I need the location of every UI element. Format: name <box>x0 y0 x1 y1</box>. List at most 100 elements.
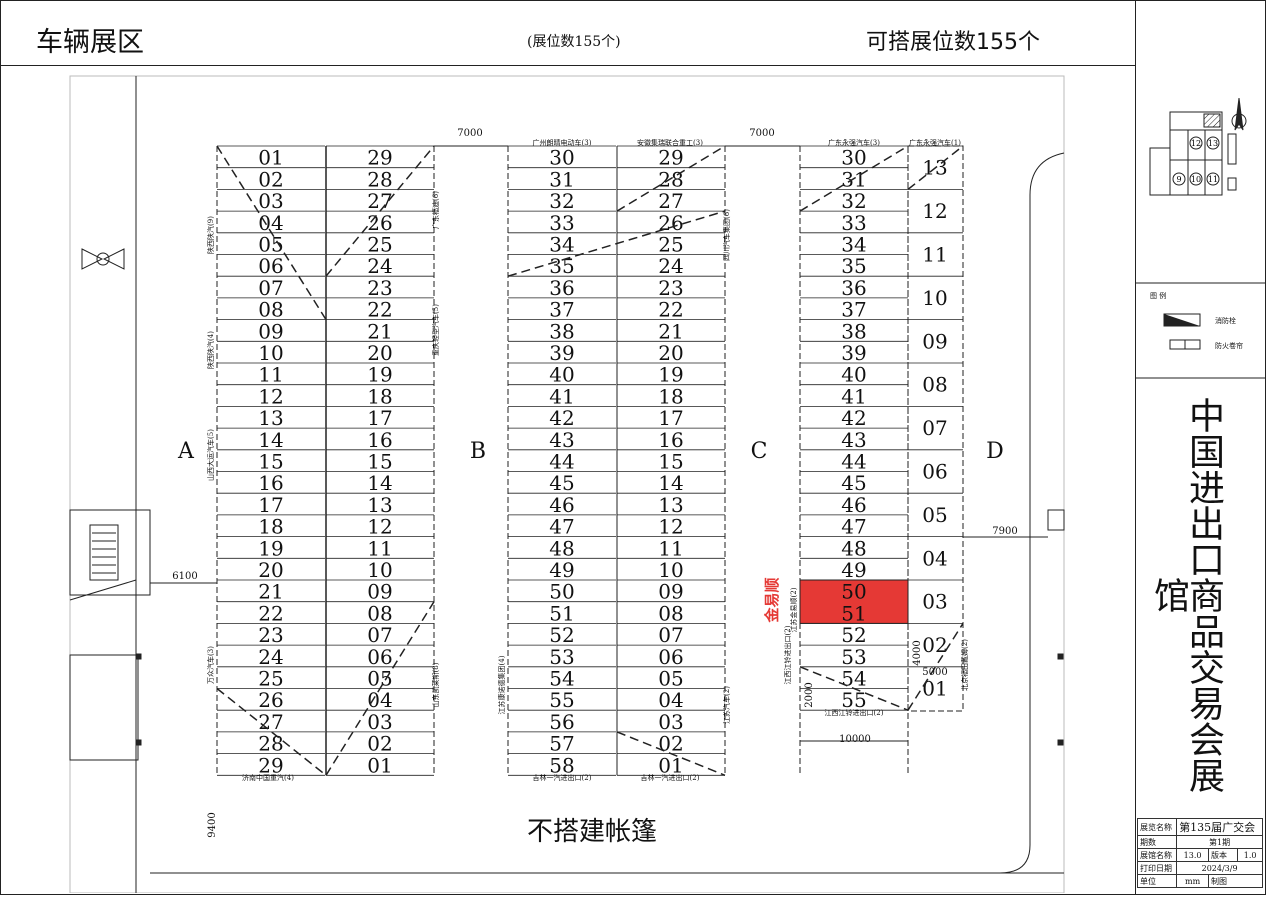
b-right-booth: 19 <box>658 363 683 387</box>
a-left-booth: 11 <box>258 363 283 387</box>
a-right-booth: 23 <box>367 276 392 300</box>
a-left-booth: 13 <box>258 406 283 430</box>
dimension-4000: 4000 <box>912 640 923 665</box>
b-right-booth: 27 <box>658 189 683 213</box>
a-right-booth: 14 <box>367 471 392 495</box>
dimension-7000: 7000 <box>457 128 482 139</box>
b-left-booth: 50 <box>549 580 574 604</box>
a-left-booth: 05 <box>258 233 283 257</box>
svg-text:9: 9 <box>1176 175 1181 184</box>
c-left-booth: 46 <box>841 493 866 517</box>
buildable-count: 可搭展位数155个 <box>866 30 1040 55</box>
a-right-booth: 22 <box>367 298 392 322</box>
exhibitor-label: 山西大运汽车(5) <box>206 429 215 481</box>
b-left-booth: 53 <box>549 645 574 669</box>
a-left-booth: 16 <box>258 471 283 495</box>
a-right-booth: 19 <box>367 363 392 387</box>
b-left-booth: 42 <box>549 406 574 430</box>
b-left-booth: 48 <box>549 536 574 560</box>
tent-free-diagonal <box>616 731 726 776</box>
b-right-booth: 24 <box>658 254 683 278</box>
a-left-booth: 03 <box>258 189 283 213</box>
a-right-booth: 03 <box>367 710 392 734</box>
exhibitor-label: 广州朗晴电动车(3) <box>533 138 592 147</box>
b-left-booth: 44 <box>549 450 574 474</box>
a-left-booth: 24 <box>258 645 283 669</box>
b-right-booth: 22 <box>658 298 683 322</box>
b-right-booth: 23 <box>658 276 683 300</box>
b-left-booth: 36 <box>549 276 574 300</box>
a-right-booth: 11 <box>367 536 392 560</box>
a-right-booth: 24 <box>367 254 392 278</box>
b-left-booth: 49 <box>549 558 574 582</box>
a-right-booth: 29 <box>367 146 392 170</box>
highlight-booth-label: 51 <box>841 601 866 625</box>
c-left-booth: 39 <box>841 341 866 365</box>
d-booth: 08 <box>922 373 947 397</box>
b-right-booth: 20 <box>658 341 683 365</box>
a-left-booth: 25 <box>258 667 283 691</box>
a-left-booth: 12 <box>258 384 283 408</box>
exhibitor-label: 江西江铃进出口(2) <box>825 708 884 717</box>
d-booth: 10 <box>922 286 947 310</box>
a-left-booth: 01 <box>258 146 283 170</box>
c-left-booth: 53 <box>841 645 866 669</box>
legend-hydrant-label: 消防栓 <box>1215 317 1236 325</box>
exhibitor-label: 江苏金易顺(2) <box>789 587 798 632</box>
b-right-booth: 25 <box>658 233 683 257</box>
a-left-booth: 27 <box>258 710 283 734</box>
a-right-booth: 01 <box>367 753 392 777</box>
tent-free-diagonal <box>799 145 909 212</box>
dimension-7900: 7900 <box>992 526 1017 537</box>
c-left-booth: 32 <box>841 189 866 213</box>
a-left-booth: 15 <box>258 450 283 474</box>
a-right-booth: 06 <box>367 645 392 669</box>
b-left-booth: 58 <box>549 753 574 777</box>
b-right-booth: 29 <box>658 146 683 170</box>
c-left-booth: 38 <box>841 319 866 343</box>
tent-free-diagonal <box>325 145 435 277</box>
b-left-booth: 52 <box>549 623 574 647</box>
a-right-booth: 26 <box>367 211 392 235</box>
b-right-booth: 15 <box>658 450 683 474</box>
exhibitor-label: 安徽集瑞联合重工(3) <box>637 138 703 147</box>
a-right-booth: 21 <box>367 319 392 343</box>
dimension-9400: 9400 <box>207 812 218 837</box>
side-panel-lines: 12 13 9 10 11 <box>1136 97 1266 379</box>
a-left-booth: 29 <box>258 753 283 777</box>
a-left-booth: 09 <box>258 319 283 343</box>
c-left-booth: 45 <box>841 471 866 495</box>
a-right-booth: 17 <box>367 406 392 430</box>
b-left-booth: 38 <box>549 319 574 343</box>
a-right-booth: 16 <box>367 428 392 452</box>
svg-text:12: 12 <box>1191 139 1201 148</box>
b-right-booth: 26 <box>658 211 683 235</box>
a-right-booth: 13 <box>367 493 392 517</box>
b-right-booth: 14 <box>658 471 683 495</box>
dimension-5000: 5000 <box>922 667 947 678</box>
c-left-booth: 52 <box>841 623 866 647</box>
b-right-booth: 21 <box>658 319 683 343</box>
c-left-booth: 40 <box>841 363 866 387</box>
hydrant-symbol-left <box>81 248 125 270</box>
c-left-booth: 55 <box>841 688 866 712</box>
b-left-booth: 34 <box>549 233 574 257</box>
b-left-booth: 55 <box>549 688 574 712</box>
exhibitor-label: 江苏汽车(2) <box>722 686 731 724</box>
zone-label-A: A <box>177 439 195 464</box>
d-booth: 02 <box>922 633 947 657</box>
c-left-booth: 43 <box>841 428 866 452</box>
dimension-2000: 2000 <box>804 682 815 707</box>
a-right-booth: 09 <box>367 580 392 604</box>
b-right-booth: 04 <box>658 688 683 712</box>
a-right-booth: 08 <box>367 601 392 625</box>
svg-text:13: 13 <box>1208 139 1218 148</box>
b-right-booth: 03 <box>658 710 683 734</box>
highlight-booth <box>799 579 909 624</box>
b-left-booth: 46 <box>549 493 574 517</box>
a-left-booth: 18 <box>258 515 283 539</box>
b-right-booth: 12 <box>658 515 683 539</box>
svg-text:11: 11 <box>1208 175 1218 184</box>
a-left-booth: 26 <box>258 688 283 712</box>
b-right-booth: 06 <box>658 645 683 669</box>
